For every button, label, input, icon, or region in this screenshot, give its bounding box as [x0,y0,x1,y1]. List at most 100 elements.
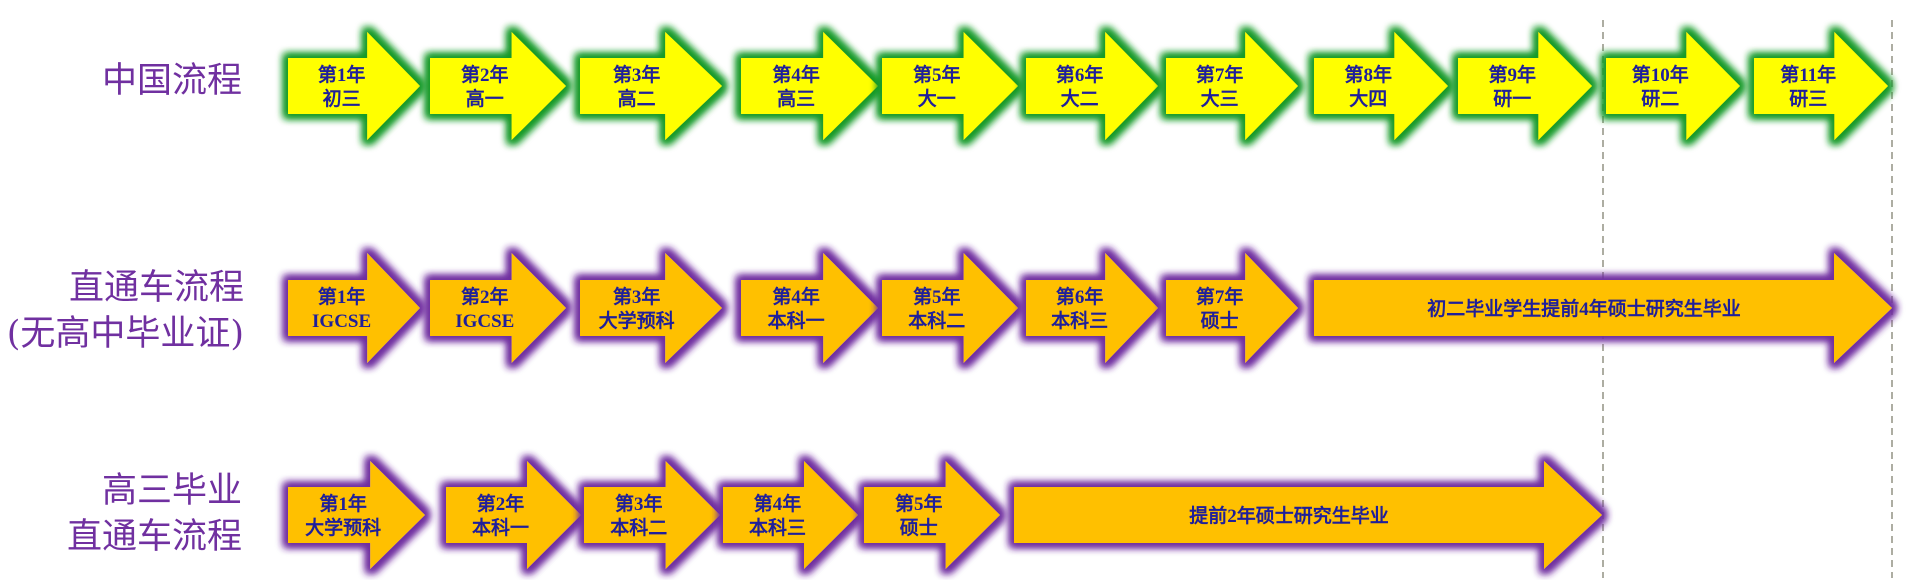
arrow-shape [580,32,722,140]
flow-arrow: 初二毕业学生提前4年硕士研究生毕业 [1314,253,1892,363]
arrow-label: IGCSE [312,311,371,332]
row-label-line: 直通车流程 [68,268,244,308]
arrow-label: 第4年 [754,492,802,515]
arrow-shape [430,253,566,363]
arrow-label: 第3年 [613,63,661,86]
arrow-label: 第2年 [477,492,525,515]
arrow-label: 本科一 [768,309,825,332]
arrow-label: IGCSE [455,311,514,332]
flow-arrow: 第1年 IGCSE [288,253,420,363]
arrow-label: 研三 [1789,89,1827,110]
arrow-label: 硕士 [1201,310,1239,332]
arrow-label: 第5年 [913,63,961,86]
arrow-label: 第5年 [895,492,943,515]
row-label-line: 高三毕业 [101,471,242,511]
row-label-line: 中国流程 [101,61,242,101]
arrow-label: 研二 [1641,89,1679,110]
arrow-shape [1458,32,1592,140]
arrow-label: 第5年 [913,285,961,308]
arrow-label: 第2年 [461,285,509,308]
arrow-shape [288,461,425,569]
arrow-shape [584,461,720,569]
row-label-express-no-diploma: 直通车流程 (无高中毕业证) [0,265,244,357]
arrow-label: 第9年 [1488,63,1536,86]
arrow-label: 大四 [1349,87,1387,110]
arrow-label: 大学预科 [599,309,675,332]
arrow-shape [288,253,420,363]
arrow-label: 第7年 [1196,285,1244,308]
arrow-label: 本科二 [908,309,965,332]
arrow-label: 本科三 [749,516,806,539]
arrow-label: 第3年 [613,285,661,308]
flow-arrow: 第2年 IGCSE [430,253,566,363]
arrow-shape [723,461,858,569]
arrow-shape [1026,32,1158,140]
arrow-shape [1166,253,1298,363]
arrow-label: 第6年 [1056,285,1104,308]
arrow-label: 本科一 [472,516,529,539]
arrow-shape [430,32,566,140]
arrow-label: 大三 [1201,87,1239,110]
arrow-label: 第3年 [615,492,663,515]
arrow-label: 提前2年硕士研究生毕业 [1189,504,1389,527]
arrow-shape [1314,253,1892,363]
arrow-shape [741,253,878,363]
arrow-shape [288,32,420,140]
arrow-shape [1314,32,1448,140]
arrow-shape [741,32,878,140]
arrow-label: 硕士 [900,517,938,539]
arrow-label: 第1年 [319,492,367,515]
arrow-shape [580,253,722,363]
arrow-shape [882,253,1018,363]
arrow-label: 第1年 [318,63,366,86]
arrow-shape [1014,461,1602,569]
arrow-label: 第6年 [1056,63,1104,86]
arrow-label: 高二 [618,87,656,110]
arrow-shape [882,32,1018,140]
arrow-label: 本科三 [1051,309,1108,332]
arrow-shape [1166,32,1298,140]
flow-arrow: 提前2年硕士研究生毕业 [1014,461,1602,569]
arrow-label: 第11年 [1780,63,1836,86]
arrow-label: 大二 [1061,87,1099,110]
arrow-label: 本科二 [610,516,667,539]
row-label-line: 直通车流程 [66,517,242,557]
arrow-label: 初三 [323,87,361,110]
arrow-shape [1026,253,1158,363]
arrow-label: 第2年 [461,63,509,86]
arrow-shape [1754,32,1888,140]
arrow-label: 研一 [1493,89,1531,110]
arrow-shape [864,461,1000,569]
row-label-line: (无高中毕业证) [6,314,244,354]
arrow-label: 高三 [777,87,815,110]
arrow-label: 第8年 [1344,63,1392,86]
arrow-label: 第1年 [318,285,366,308]
arrow-label: 第10年 [1632,63,1689,86]
arrow-label: 初二毕业学生提前4年硕士研究生毕业 [1427,297,1741,320]
arrow-label: 高一 [466,87,504,110]
arrow-label: 大学预科 [305,516,381,539]
arrow-label: 第4年 [772,63,820,86]
arrow-label: 第7年 [1196,63,1244,86]
arrow-label: 大一 [918,87,956,110]
